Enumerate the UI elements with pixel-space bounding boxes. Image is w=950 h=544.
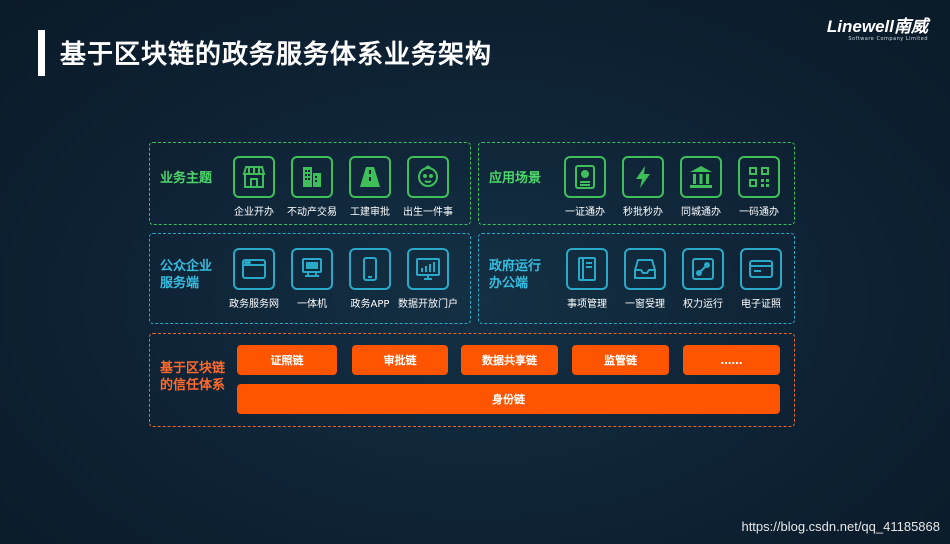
panel-label: 基于区块链 的信任体系	[160, 361, 226, 393]
item-one-window[interactable]: 一窗受理	[610, 248, 680, 310]
item-real-estate[interactable]: 不动产交易	[277, 156, 347, 218]
item-gov-app[interactable]: 政务APP	[335, 248, 405, 310]
panel-blockchain-trust-system: 基于区块链 的信任体系 证照链 审批链 数据共享链 监管链 …… 身份链	[149, 333, 795, 427]
title-accent-bar	[38, 30, 45, 76]
chain-identity[interactable]: 身份链	[237, 384, 780, 414]
government-building-icon	[690, 166, 712, 188]
item-e-license[interactable]: 电子证照	[726, 248, 796, 310]
dashboard-monitor-icon	[416, 258, 440, 280]
item-open-data-portal[interactable]: 数据开放门户	[393, 248, 463, 310]
item-power-operation[interactable]: 权力运行	[668, 248, 738, 310]
panel-label: 政府运行 办公端	[489, 259, 542, 291]
source-watermark: https://blog.csdn.net/qq_41185868	[741, 519, 940, 534]
panel-application-scenarios: 应用场景 一证通办 秒批秒办 同城通办 一码通办	[478, 142, 795, 225]
item-matter-management[interactable]: 事项管理	[552, 248, 622, 310]
brand-logo: Linewell南威 Software Company Limited	[827, 12, 928, 42]
item-gov-service-web[interactable]: 政务服务网	[219, 248, 289, 310]
browser-window-icon	[242, 259, 266, 279]
storefront-icon	[242, 166, 266, 188]
item-enterprise-setup[interactable]: 企业开办	[219, 156, 289, 218]
id-card-icon	[575, 165, 595, 189]
notebook-icon	[578, 257, 596, 281]
item-instant-approval[interactable]: 秒批秒办	[608, 156, 678, 218]
page-title: 基于区块链的政务服务体系业务架构	[60, 40, 493, 70]
license-card-icon	[749, 260, 773, 278]
road-icon	[360, 167, 380, 187]
chain-license[interactable]: 证照链	[237, 345, 337, 375]
panel-gov-office-client: 政府运行 办公端 事项管理 一窗受理 权力运行 电子证照	[478, 233, 795, 324]
lightning-icon	[636, 166, 650, 188]
item-construction-approval[interactable]: 工建审批	[335, 156, 405, 218]
chain-data-sharing[interactable]: 数据共享链	[461, 345, 558, 375]
chain-approval[interactable]: 审批链	[352, 345, 448, 375]
inbox-tray-icon	[634, 259, 656, 279]
panel-label: 应用场景	[489, 171, 542, 186]
item-one-certificate[interactable]: 一证通办	[550, 156, 620, 218]
smartphone-icon	[363, 257, 377, 281]
qr-code-icon	[749, 167, 769, 187]
panel-public-service-client: 公众企业 服务端 政务服务网 一体机 政务APP 数据开放门户	[149, 233, 471, 324]
logo-subtext: Software Company Limited	[848, 36, 928, 42]
kiosk-icon	[302, 258, 322, 277]
workflow-icon	[692, 258, 714, 280]
item-one-code[interactable]: 一码通办	[724, 156, 794, 218]
panel-business-themes: 业务主题 企业开办 不动产交易 工建审批 出生一件事	[149, 142, 471, 225]
logo-text: Linewell南威	[826, 17, 928, 36]
item-kiosk[interactable]: 一体机	[277, 248, 347, 310]
buildings-icon	[303, 167, 321, 187]
item-birth-services[interactable]: 出生一件事	[393, 156, 463, 218]
item-city-wide[interactable]: 同城通办	[666, 156, 736, 218]
panel-label: 公众企业 服务端	[160, 259, 213, 291]
baby-face-icon	[418, 165, 438, 187]
chain-supervision[interactable]: 监管链	[572, 345, 669, 375]
panel-label: 业务主题	[160, 171, 213, 186]
chain-more[interactable]: ……	[683, 345, 780, 375]
